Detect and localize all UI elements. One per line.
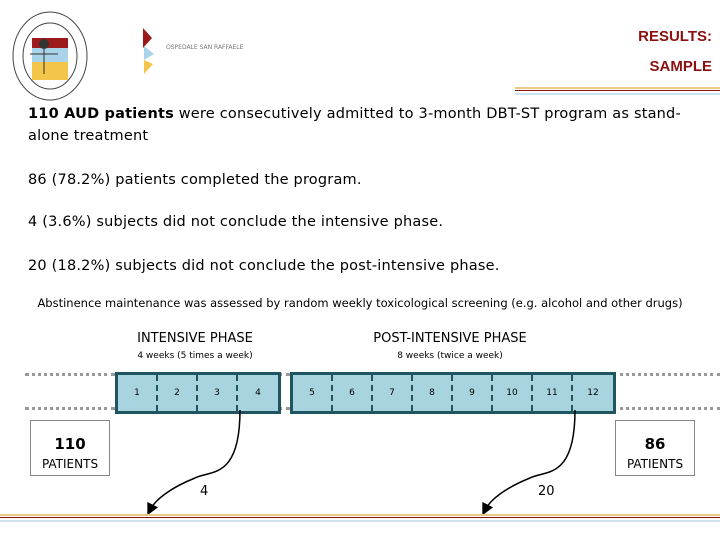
intensive-phase-block: 1 2 3 4 — [115, 372, 281, 414]
paragraph-admitted: 110 AUD patients were consecutively admi… — [28, 103, 708, 147]
week-cell: 6 — [333, 375, 373, 411]
timeline-dots — [613, 373, 720, 376]
week-cell: 1 — [118, 375, 158, 411]
start-patients-box: 110 PATIENTS — [30, 420, 110, 476]
university-logo — [12, 11, 88, 101]
timeline-dots — [278, 407, 290, 410]
intensive-phase-subtitle: 4 weeks (5 times a week) — [137, 351, 253, 361]
week-cell: 2 — [158, 375, 198, 411]
paragraph-post-dropout: 20 (18.2%) subjects did not conclude the… — [28, 258, 500, 274]
footer-divider — [0, 514, 720, 516]
dropout-post-count: 20 — [538, 484, 555, 499]
week-cell: 10 — [493, 375, 533, 411]
hospital-logo — [143, 28, 154, 74]
title-line2: SAMPLE — [649, 58, 712, 75]
start-label: PATIENTS — [41, 457, 99, 471]
post-phase-subtitle: 8 weeks (twice a week) — [397, 351, 503, 361]
paragraph-completed: 86 (78.2%) patients completed the progra… — [28, 172, 362, 188]
header-divider — [515, 87, 720, 89]
dropout-intensive-count: 4 — [200, 484, 209, 499]
post-phase-title: POST-INTENSIVE PHASE — [373, 331, 527, 346]
post-phase-block: 5 6 7 8 9 10 11 12 — [290, 372, 616, 414]
footer-divider-blue — [0, 520, 720, 522]
week-cell: 12 — [587, 388, 599, 398]
timeline-dots — [278, 373, 290, 376]
week-cell: 5 — [293, 375, 333, 411]
dropout-arrow-post — [482, 409, 576, 516]
timeline-dots — [613, 407, 720, 410]
week-cell: 3 — [198, 375, 238, 411]
end-label: PATIENTS — [626, 457, 684, 471]
week-cell: 7 — [373, 375, 413, 411]
week-cell: 4 — [255, 388, 261, 398]
end-patients-box: 86 PATIENTS — [615, 420, 695, 476]
start-count: 110 — [54, 435, 86, 453]
dropout-arrow-intensive — [147, 409, 241, 516]
timeline-dots — [25, 373, 115, 376]
week-cell: 11 — [533, 375, 573, 411]
footer-divider-red — [0, 517, 720, 518]
week-cell: 8 — [413, 375, 453, 411]
timeline-dots — [25, 407, 115, 410]
header-divider-blue — [515, 93, 720, 95]
admitted-bold: 110 AUD patients — [28, 106, 174, 122]
admitted-rest: were consecutively admitted to 3-month D… — [28, 106, 681, 144]
title-line1: RESULTS: — [638, 28, 712, 45]
end-count: 86 — [644, 435, 666, 453]
paragraph-intensive-dropout: 4 (3.6%) subjects did not conclude the i… — [28, 214, 444, 230]
screening-note: Abstinence maintenance was assessed by r… — [37, 296, 683, 310]
hospital-logo-text: OSPEDALE SAN RAFFAELE — [166, 44, 244, 51]
week-cell: 9 — [453, 375, 493, 411]
intensive-phase-title: INTENSIVE PHASE — [137, 331, 253, 346]
header-divider-red — [515, 90, 720, 91]
